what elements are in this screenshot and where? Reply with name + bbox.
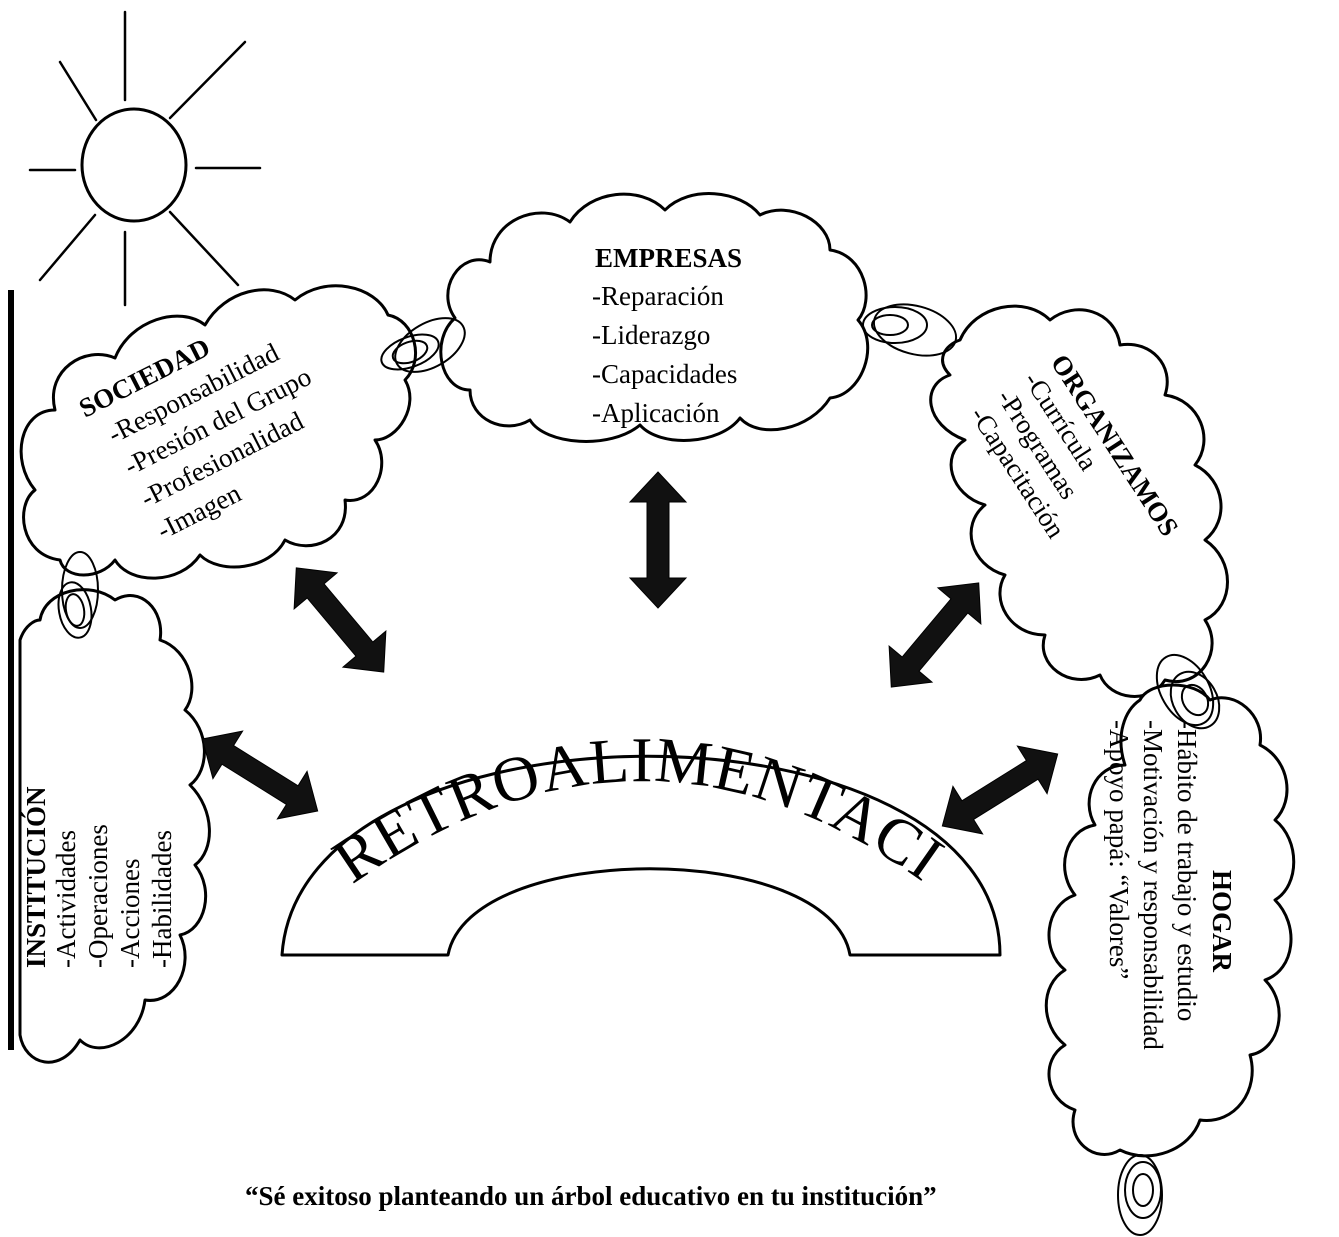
double-arrow-icon xyxy=(201,730,319,820)
double-arrow-icon xyxy=(941,745,1059,835)
empresas-item: -Capacidades xyxy=(592,359,737,389)
cloud-sociedad xyxy=(19,284,417,580)
retroalimentacion-arch xyxy=(280,754,1002,957)
bottom-quote: “Sé exitoso planteando un árbol educativ… xyxy=(245,1181,937,1211)
empresas-text: EMPRESAS -Reparación -Liderazgo -Capacid… xyxy=(592,243,742,428)
double-arrow-icon xyxy=(293,567,387,673)
empresas-title: EMPRESAS xyxy=(595,243,742,273)
hogar-item: -Motivación y responsabilidad xyxy=(1138,720,1168,1050)
empresas-item: -Reparación xyxy=(592,281,724,311)
empresas-item: -Liderazgo xyxy=(592,320,710,350)
cloud-hogar xyxy=(1044,683,1296,1158)
hogar-text: HOGAR xyxy=(1207,870,1237,973)
hogar-title: HOGAR xyxy=(1207,870,1237,973)
cloud-institucion xyxy=(18,588,211,1064)
cloud-empresas xyxy=(439,192,870,443)
hogar-items: -Hábito de trabajo y estudio -Motivación… xyxy=(1104,720,1202,1050)
institucion-item: -Operaciones xyxy=(83,824,113,968)
empresas-item: -Aplicación xyxy=(592,398,720,428)
double-arrow-icon xyxy=(888,582,982,688)
double-arrow-icon xyxy=(628,471,688,609)
sun-icon xyxy=(28,10,262,307)
institucion-item: -Acciones xyxy=(115,859,145,968)
connector-rings xyxy=(57,303,1221,1236)
hogar-item: -Hábito de trabajo y estudio xyxy=(1172,720,1202,1021)
left-border-line xyxy=(8,290,14,1050)
institucion-item: -Actividades xyxy=(51,830,81,968)
cloud-organizamos xyxy=(929,304,1229,698)
institucion-item: -Habilidades xyxy=(147,830,177,968)
institucion-title: INSTITUCIÓN xyxy=(21,786,51,968)
hogar-item: -Apoyo papá: “Valores” xyxy=(1104,720,1134,979)
institucion-text: INSTITUCIÓN -Actividades -Operaciones -A… xyxy=(21,786,177,968)
